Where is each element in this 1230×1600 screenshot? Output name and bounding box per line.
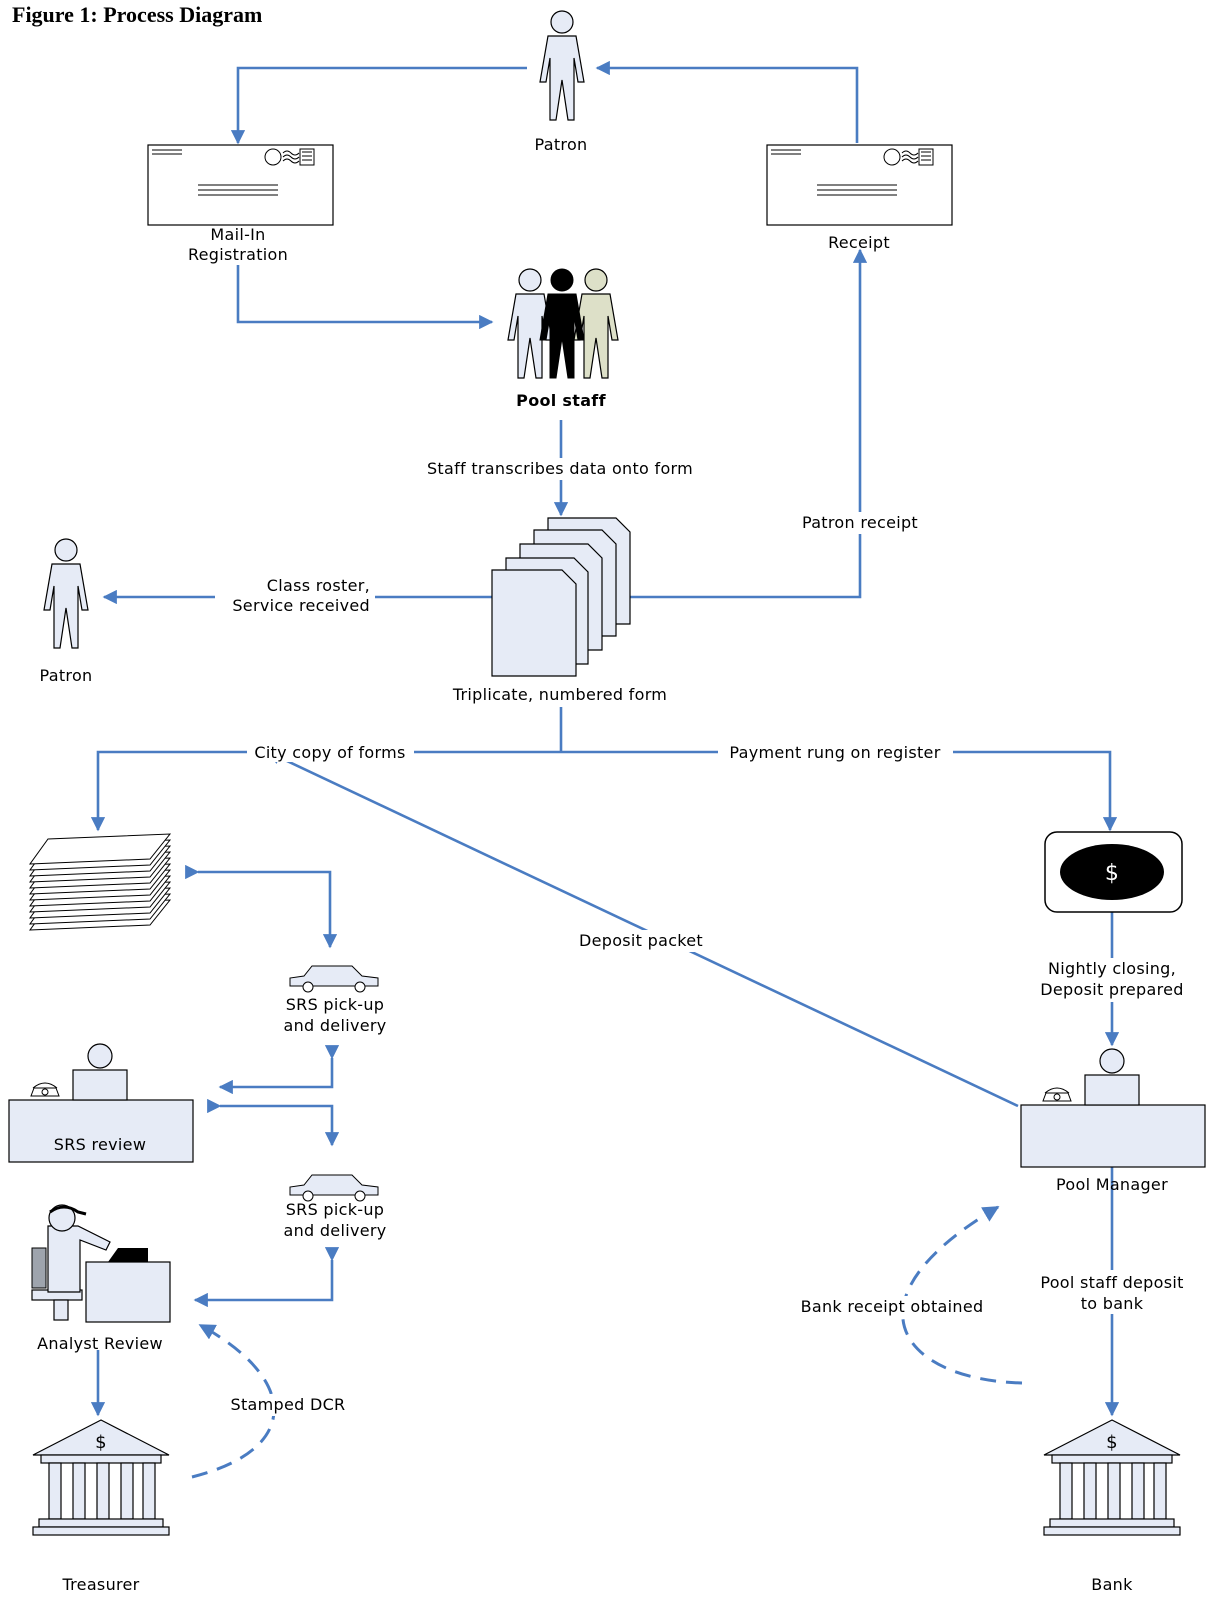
analyst-workstation-icon [31,1204,171,1323]
edge-label-deposit-packet: Deposit packet [579,931,703,950]
edge-pickup2-analyst [193,1247,340,1308]
edge-label-transcribe: Staff transcribes data onto form [427,459,693,478]
edge-label-class-roster-1: Class roster, [267,576,370,595]
edge-receipt-to-patron [595,60,859,143]
srs-pickup-2-car-icon [289,1174,379,1202]
edge-label-pool-deposit-1: Pool staff deposit [1040,1273,1183,1292]
cash-register-icon: $ [1044,831,1183,913]
treasurer-dollar: $ [95,1432,107,1453]
paper-stack-icon [28,833,172,931]
pool-manager-label: Pool Manager [1056,1175,1168,1194]
edge-label-city-copy: City copy of forms [254,743,405,762]
patron-top-label: Patron [535,135,588,154]
mailin-label-1: Mail-In [210,225,265,244]
srs-pickup-1-label-1: SRS pick-up [286,995,385,1014]
receipt-label: Receipt [828,233,890,252]
mailin-label-2: Registration [188,245,288,264]
edge-patron-to-mailin [230,66,527,145]
edge-label-patron-receipt: Patron receipt [802,513,918,532]
triplicate-form-icon [491,517,631,677]
srs-review-label: SRS review [54,1135,146,1154]
receipt-envelope-icon [766,144,953,226]
edge-label-bank-receipt: Bank receipt obtained [801,1297,984,1316]
srs-pickup-2-label-2: and delivery [283,1221,386,1240]
patron-left-icon [43,538,89,649]
edge-bank-receipt [901,1205,1023,1385]
edge-deposit-packet [266,750,1019,1108]
diagram-title: Figure 1: Process Diagram [12,2,262,27]
edge-label-pool-deposit-2: to bank [1081,1294,1144,1313]
bank-dollar: $ [1106,1432,1118,1453]
edge-city-copy [90,750,561,832]
srs-pickup-1-car-icon [289,965,379,993]
patron-left-label: Patron [40,666,93,685]
edge-label-stamped-dcr: Stamped DCR [231,1395,346,1414]
pool-staff-label: Pool staff [516,391,606,410]
edge-mailin-to-staff [236,265,494,330]
edge-label-nightly-2: Deposit prepared [1040,980,1183,999]
edge-label-nightly-1: Nightly closing, [1048,959,1176,978]
register-dollar: $ [1105,861,1119,886]
edge-form-to-receipt [630,248,868,599]
edge-pickup1-review [218,1045,340,1095]
edge-payment-rung [561,750,1118,832]
edge-label-class-roster-2: Service received [232,596,370,615]
treasurer-label: Treasurer [61,1575,139,1594]
bank-label: Bank [1091,1575,1133,1594]
srs-pickup-1-label-2: and delivery [283,1016,386,1035]
srs-pickup-2-label-1: SRS pick-up [286,1200,385,1219]
edge-papers-pickup1 [185,864,338,949]
form-label: Triplicate, numbered form [452,685,667,704]
pool-staff-icon [507,268,619,379]
analyst-review-label: Analyst Review [37,1334,163,1353]
patron-top-icon [539,10,585,121]
edge-review-pickup2 [207,1098,340,1147]
edge-label-payment-rung: Payment rung on register [729,743,940,762]
mailin-envelope-icon [147,144,334,226]
pool-manager-desk-icon [1020,1048,1206,1168]
